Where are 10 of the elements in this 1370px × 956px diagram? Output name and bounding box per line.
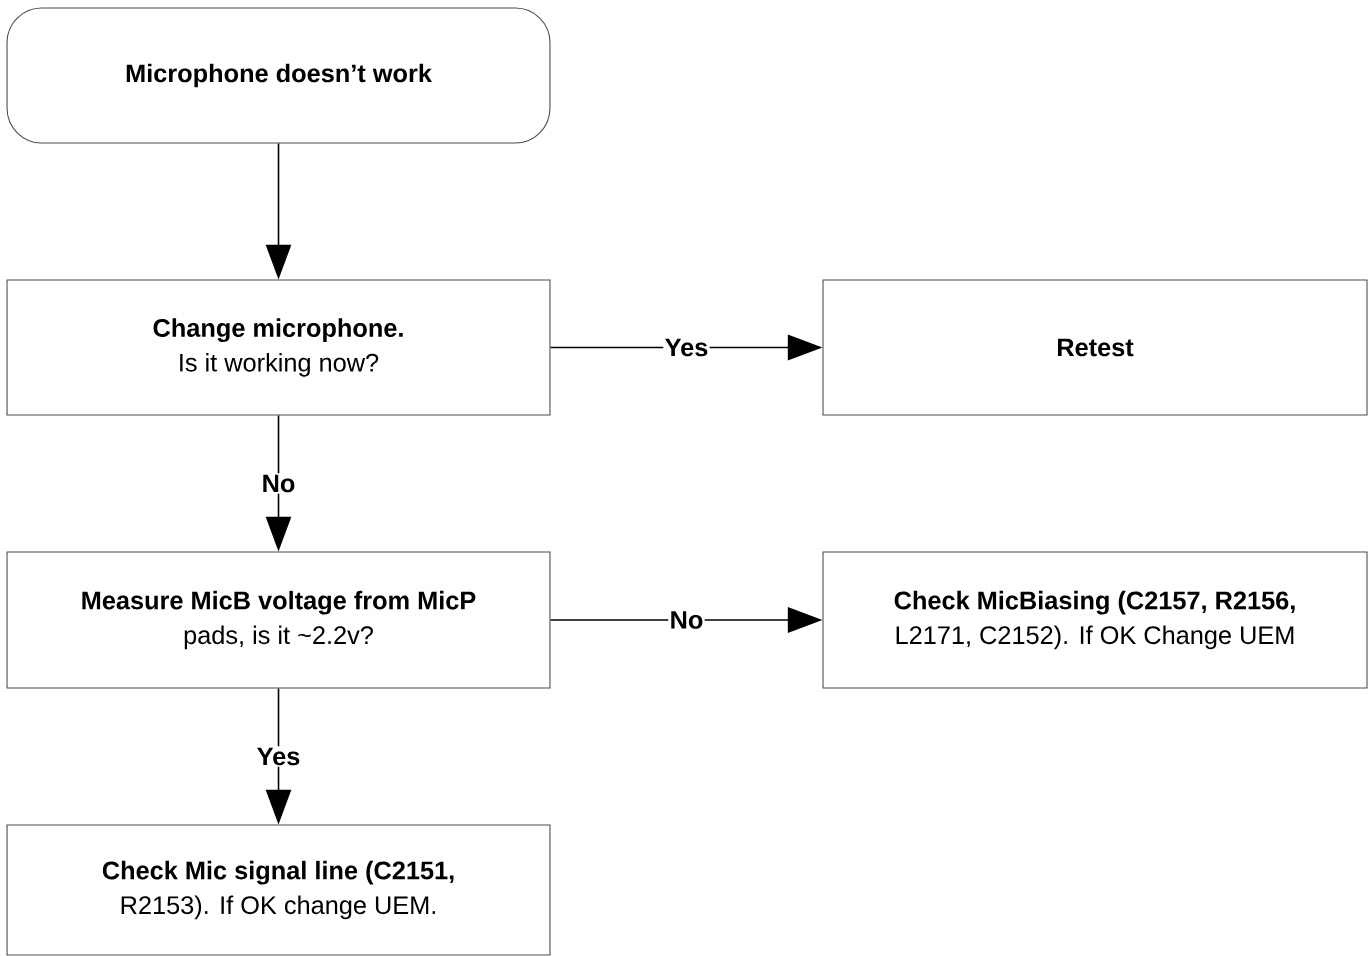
start-box: Microphone doesn’t work [6,7,551,144]
edge-label: No [260,473,297,494]
decision-box: Measure MicB voltage from MicP pads, is it ~2.2v? [6,551,551,689]
edge-label: No [668,609,705,631]
decision-box: Change microphone. Is it working now? [6,279,551,416]
process-box: Retest [822,279,1368,416]
process-box: Check Mic signal line (C2151, R2153). If OK change UEM. [6,824,551,956]
process-box: Check MicBiasing (C2157, R2156, L2171, C2152). If OK Change UEM [822,551,1368,689]
edge-label: Yes [663,337,710,358]
edge-label: Yes [255,746,302,767]
